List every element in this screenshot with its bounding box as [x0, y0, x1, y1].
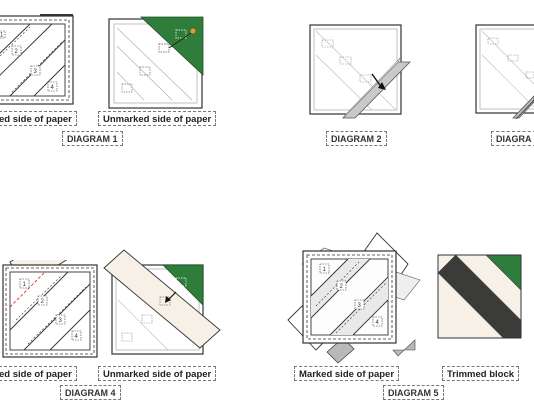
svg-text:3: 3 [34, 69, 38, 75]
diagram-5-caption: DIAGRAM 5 [383, 385, 444, 400]
diagram-2-folded-paper [309, 24, 411, 119]
trimmed-block [437, 254, 522, 339]
diagram-1-marked-paper [0, 14, 74, 105]
sew-arrow-icon [165, 296, 171, 303]
svg-text:2: 2 [15, 49, 19, 55]
diagram-1-piece-numbers: 1 2 3 4 [0, 30, 58, 92]
svg-text:1: 1 [323, 267, 327, 273]
unmarked-side-label-1: Unmarked side of paper [98, 111, 217, 126]
svg-text:4: 4 [376, 320, 380, 326]
svg-text:1: 1 [23, 282, 27, 288]
svg-text:2: 2 [41, 299, 45, 305]
diagram-4-caption: DIAGRAM 4 [60, 385, 121, 400]
fold-arrow-icon [378, 82, 386, 90]
marked-side-label-5: Marked side of paper [294, 366, 400, 381]
cream-fabric-strip [103, 249, 221, 349]
diagram-4-unmarked-paper [103, 249, 221, 355]
svg-text:2: 2 [340, 284, 344, 290]
trimmed-block-label: Trimmed block [442, 366, 520, 381]
svg-text:1: 1 [0, 33, 4, 39]
diagram-3-caption: DIAGRA [491, 131, 534, 146]
svg-text:4: 4 [75, 334, 79, 340]
diagram-3-paper [475, 24, 534, 120]
diagram-1-caption: DIAGRAM 1 [62, 131, 123, 146]
unmarked-side-label-4: Unmarked side of paper [98, 366, 217, 381]
pin-head-icon [189, 27, 197, 35]
marked-side-label-4: ed side of paper [0, 366, 77, 381]
svg-text:4: 4 [51, 85, 55, 91]
diagram-4-piece-numbers: 1 2 3 4 [19, 278, 82, 341]
diagram-1-unmarked-paper [108, 16, 204, 109]
diagram-5-marked-paper: 1 2 3 4 [287, 232, 421, 364]
marked-side-label-1: ed side of paper [0, 111, 77, 126]
diagram-2-caption: DIAGRAM 2 [326, 131, 387, 146]
svg-text:3: 3 [59, 318, 63, 324]
diagram-4-marked-paper [2, 260, 98, 358]
svg-text:3: 3 [358, 303, 362, 309]
